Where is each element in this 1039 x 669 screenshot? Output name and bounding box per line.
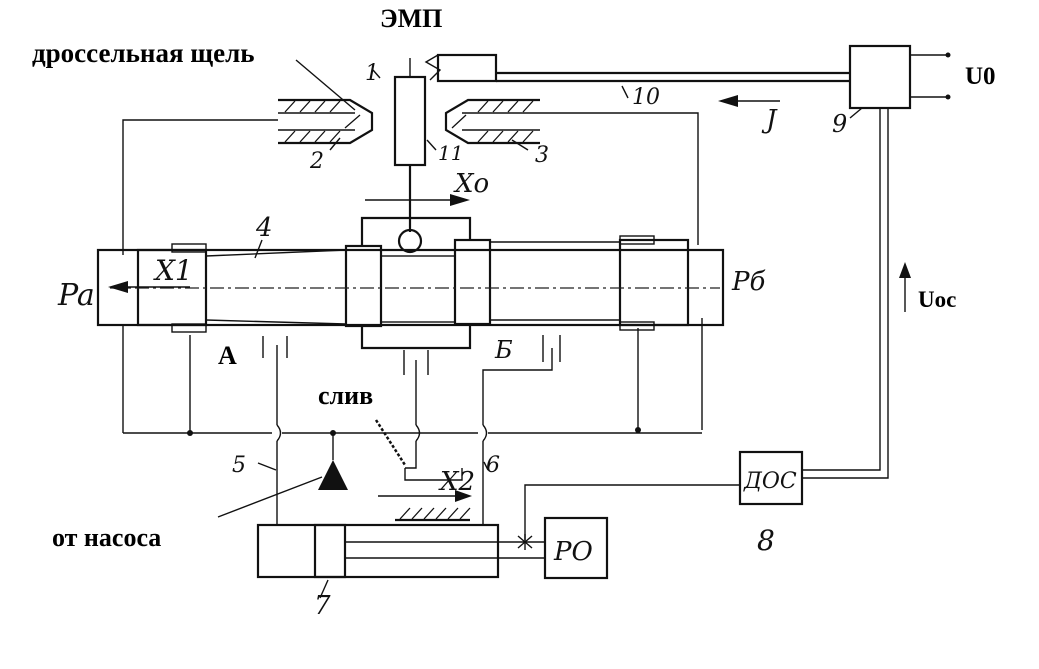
label-num-3: 3	[535, 143, 549, 168]
hydraulic-lines	[122, 112, 703, 525]
label-pb: Pб	[731, 267, 765, 297]
spool-valve	[96, 216, 725, 350]
ro-block	[543, 516, 609, 580]
label-xo: Xo	[453, 169, 489, 199]
nozzle-left	[278, 98, 374, 145]
label-pa: Pa	[57, 278, 95, 313]
leader-lines	[217, 59, 863, 599]
label-num-9: 9	[832, 110, 847, 138]
label-num-10: 10	[632, 85, 660, 110]
label-num-5: 5	[232, 453, 246, 478]
label-uoc: Uoc	[918, 287, 956, 312]
label-num-1: 1	[365, 61, 379, 86]
pump-arrow	[318, 460, 348, 490]
flapper	[393, 58, 427, 254]
label-throttle-gap: дроссельная щель	[32, 38, 255, 68]
power-cylinder	[256, 484, 740, 579]
label-b-port: Б	[494, 336, 513, 364]
label-ro: РО	[553, 537, 593, 567]
ball-joint	[397, 228, 423, 254]
label-num-11: 11	[438, 141, 463, 165]
label-num-2: 2	[309, 149, 324, 174]
label-a: А	[218, 341, 237, 370]
label-dos: ДОС	[743, 469, 797, 494]
label-x1: X1	[153, 254, 193, 287]
nozzle-right	[444, 98, 540, 145]
label-num-4: 4	[255, 213, 273, 243]
label-from-pump: от насоса	[52, 523, 161, 552]
label-x2: X2	[438, 467, 475, 497]
label-num-8: 8	[757, 524, 775, 557]
label-emp: ЭМП	[380, 4, 442, 33]
emp-converter	[424, 53, 850, 83]
label-num-6: 6	[486, 453, 500, 478]
amplifier-block	[848, 44, 912, 110]
arrows	[108, 95, 911, 502]
label-j: J	[761, 105, 778, 135]
label-drain: слив	[318, 381, 373, 410]
label-u0: U0	[965, 63, 996, 90]
label-num-7: 7	[314, 591, 331, 621]
